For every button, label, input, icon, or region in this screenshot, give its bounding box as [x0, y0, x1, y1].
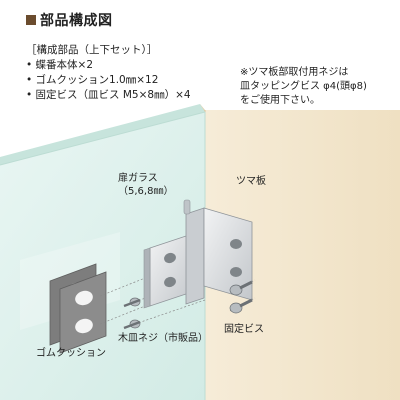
note-line: 皿タッピングビス φ4(頭φ8) [240, 81, 367, 92]
parts-item: • ゴムクッション1.0㎜×12 [26, 74, 159, 86]
wood-screw [123, 319, 141, 330]
note-line: をご使用下さい。 [240, 95, 320, 106]
parts-heading: ［構成部品（上下セット）］ [26, 44, 158, 56]
parts-item: • 蝶番本体×2 [26, 59, 94, 71]
fixing-screw [229, 280, 253, 296]
title-row: 部品構成図 [26, 10, 113, 30]
note-line: ※ツマ板部取付用ネジは [240, 67, 349, 78]
parts-item: • 固定ビス（皿ビス M5×8㎜）×4 [26, 89, 191, 101]
side-panel-label: ツマ板 [236, 176, 266, 187]
fixing-screw-label: 固定ビス [224, 324, 264, 335]
rubber-cushion-front [59, 271, 107, 354]
page-title: 部品構成図 [40, 13, 113, 29]
title-square-icon [26, 15, 36, 25]
mounting-note: ※ツマ板部取付用ネジは 皿タッピングビス φ4(頭φ8) をご使用下さい。 [240, 66, 367, 108]
fixing-screw [229, 298, 253, 314]
door-glass-label: 扉ガラス （5,6,8㎜） [118, 173, 174, 197]
wood-screw-label: 木皿ネジ（市販品） [118, 333, 208, 344]
parts-list: ［構成部品（上下セット）］ • 蝶番本体×2 • ゴムクッション1.0㎜×12 … [26, 43, 191, 103]
wood-screw [123, 297, 141, 308]
hinge-body [143, 199, 253, 309]
rubber-cushion-label: ゴムクッション [36, 348, 106, 359]
